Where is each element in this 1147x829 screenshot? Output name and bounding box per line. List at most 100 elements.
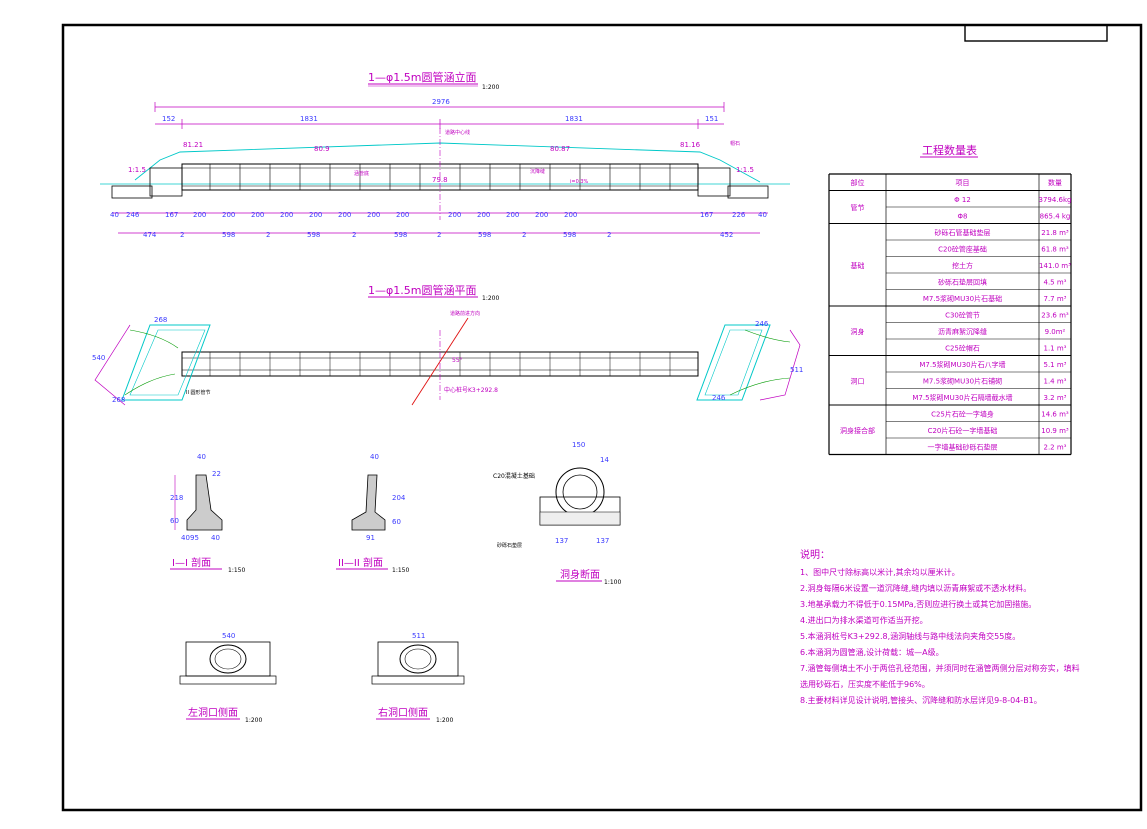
table-item-cell: 砂砾石管基础垫层	[935, 228, 991, 237]
section2-dim: 60	[392, 518, 401, 526]
seg-dim: 200	[477, 211, 490, 219]
seg-dim: 167	[700, 211, 713, 219]
seg-dim: 200	[535, 211, 548, 219]
left-portal-dim: 540	[222, 632, 235, 640]
notes-title: 说明：	[800, 548, 830, 561]
culvert-section-dim: 137	[596, 537, 609, 545]
note-line: 6.本涵洞为圆管涵,设计荷载：城—A级。	[800, 647, 944, 657]
road-center-label: 道路中心线	[445, 129, 470, 136]
table-qty-cell: 23.6 m³	[1041, 312, 1069, 320]
seg-dim: 246	[126, 211, 140, 219]
right-portal-dim: 511	[412, 632, 425, 640]
culvert-section-dim: 137	[555, 537, 568, 545]
elevation-top-dim: 151	[705, 115, 718, 123]
table-header: 部位	[851, 178, 865, 187]
table-qty-cell: 2.2 m³	[1044, 444, 1067, 452]
seg-dim: 167	[165, 211, 178, 219]
seg-dim: 200	[367, 211, 380, 219]
seg-dim: 226	[732, 211, 746, 219]
bottom-dim: 2	[352, 231, 356, 239]
level-label: 80.87	[550, 145, 570, 153]
plan-left-dim: 540	[92, 354, 105, 362]
table-qty-cell: 865.4 kg	[1040, 213, 1071, 221]
table-part-cell: 洞身	[851, 327, 865, 336]
table-part-cell: 洞身接合部	[840, 426, 875, 435]
bottom-dim: 2	[522, 231, 526, 239]
note-line: 选用砂砾石，压实度不能低于96%。	[800, 679, 930, 689]
table-qty-cell: 3.2 m³	[1044, 394, 1067, 402]
table-item-cell: 沥青麻絮沉降缝	[938, 327, 987, 336]
section2-scale: 1:150	[392, 567, 409, 574]
section1-dim: 95	[190, 534, 199, 542]
seg-dim: 200	[396, 211, 409, 219]
table-qty-cell: 7.7 m³	[1044, 295, 1067, 303]
notes: 说明： 1、图中尺寸除标高以米计,其余均以厘米计。 2.洞身每隔6米设置一道沉降…	[800, 548, 1080, 705]
section2-dim: 40	[370, 453, 379, 461]
culvert-section-dim: 14	[600, 456, 609, 464]
culvert-section-label: C20混凝土基础	[493, 472, 535, 480]
culvert-section-dim: 150	[572, 441, 585, 449]
elevation-total-dim: 2976	[432, 98, 450, 106]
table-item-cell: C20片石砼一字墙基础	[928, 426, 998, 435]
plan-right-dim: 246	[712, 394, 726, 402]
culvert-section-title: 洞身断面	[560, 568, 600, 581]
sheet-frame	[61, 23, 1143, 812]
note-line: 5.本涵洞桩号K3+292.8,涵洞轴线与路中线法向夹角交55度。	[800, 631, 1020, 641]
road-direction-label: 道路前进方向	[450, 310, 480, 317]
elevation-label: 帽石	[730, 140, 740, 147]
elevation-view: 1—φ1.5m圆管涵立面 1:200 2976 152 1831 1831 15…	[100, 70, 790, 239]
plan-right-dim: 511	[790, 366, 803, 374]
level-label: 81.16	[680, 141, 701, 149]
section1-dim: 40	[181, 534, 190, 542]
elevation-scale: 1:200	[482, 84, 499, 91]
section-2: 40 204 60 91 II—II 剖面 1:150	[336, 453, 409, 574]
table-qty-cell: 141.0 m³	[1039, 262, 1071, 270]
table-qty-cell: 14.6 m³	[1041, 411, 1069, 419]
section1-dim: 22	[212, 470, 221, 478]
plan-left-dim: 268	[112, 396, 125, 404]
table-item-cell: C25砼帽石	[945, 344, 980, 353]
table-part-cell: 洞口	[851, 376, 865, 385]
section2-dim: 204	[392, 494, 406, 502]
quantity-table-title: 工程数量表	[922, 143, 977, 157]
table-qty-cell: 3794.6kg	[1039, 196, 1072, 204]
seg-dim: 200	[280, 211, 293, 219]
seg-dim: 200	[338, 211, 351, 219]
elevation-top-dim: 1831	[300, 115, 318, 123]
plan-left-dim: 268	[154, 316, 167, 324]
section1-dim: 40	[197, 453, 206, 461]
plan-title: 1—φ1.5m圆管涵平面	[368, 283, 476, 297]
title-block-box	[964, 24, 1108, 42]
table-qty-cell: 4.5 m³	[1044, 279, 1067, 287]
bottom-dim: 598	[478, 231, 491, 239]
plan-scale: 1:200	[482, 295, 499, 302]
table-item-cell: C30砼管节	[945, 311, 980, 320]
table-qty-cell: 5.1 m³	[1044, 361, 1067, 369]
table-item-cell: 挖土方	[952, 261, 973, 270]
end-dim: 40	[110, 211, 119, 219]
table-header: 数量	[1048, 178, 1062, 187]
bottom-dim: 2	[607, 231, 611, 239]
left-portal-view: 540 左洞口侧面 1:200	[179, 632, 277, 724]
table-item-cell: Φ8	[958, 213, 968, 221]
right-portal-title: 右洞口侧面	[378, 706, 428, 719]
plan-right-dim: 246	[755, 320, 769, 328]
bottom-dim: 598	[307, 231, 320, 239]
table-part-cell: 基础	[851, 261, 865, 270]
table-header: 项目	[956, 179, 970, 187]
note-line: 7.涵管每侧填土不小于两倍孔径范围，并须同时在涵管两侧分层对称夯实，填料	[800, 663, 1080, 673]
culvert-section-scale: 1:100	[604, 579, 621, 586]
seg-dim: 200	[193, 211, 206, 219]
plan-angle: 55°	[452, 357, 463, 364]
table-item-cell: 砂砾石垫层回填	[938, 278, 987, 287]
table-qty-cell: 21.8 m³	[1041, 229, 1069, 237]
section2-title: II—II 剖面	[338, 556, 383, 569]
note-line: 8.主要材料详见设计说明,管接头、沉降缝和防水层详见9-8-04-B1。	[800, 695, 1042, 705]
section2-dim: 91	[366, 534, 375, 542]
bottom-dim: 598	[563, 231, 576, 239]
section1-dim: 60	[170, 517, 179, 525]
section1-dim: 218	[170, 494, 183, 502]
culvert-body-section: 150 14 137 137 C20混凝土基础 砂砾石垫层 洞身断面 1:100	[493, 441, 621, 586]
